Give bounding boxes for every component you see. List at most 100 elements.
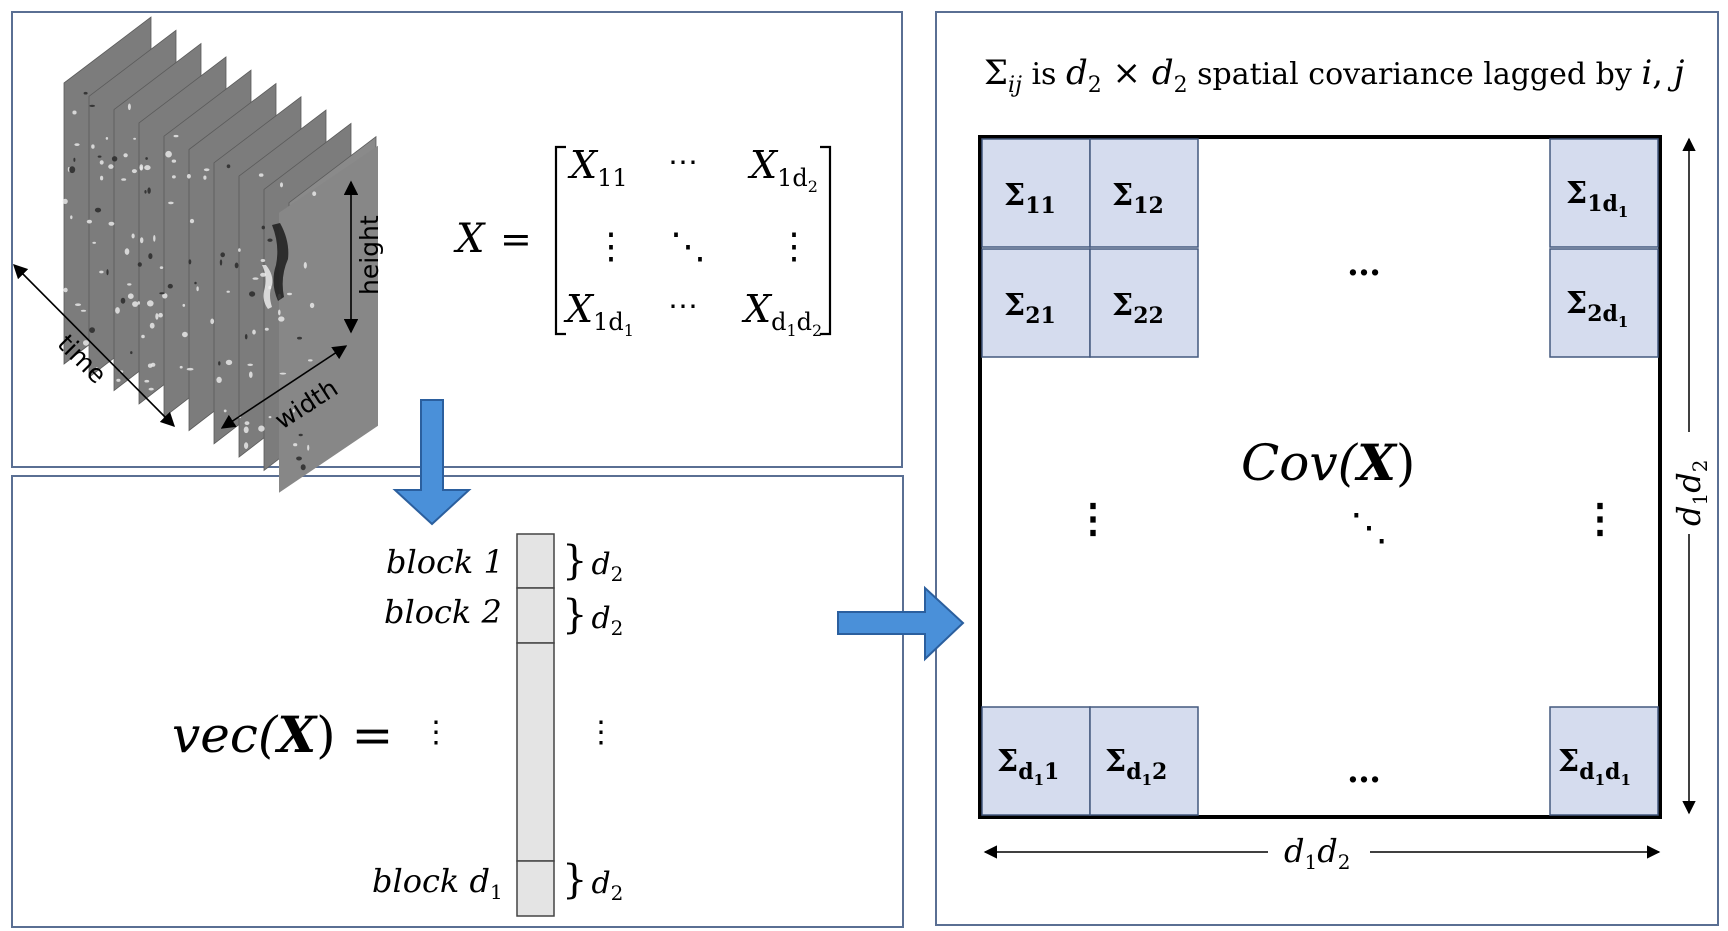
frame-speckle <box>171 159 177 163</box>
frame-speckle <box>219 259 223 266</box>
frame-speckle <box>120 297 126 304</box>
frame-speckle <box>148 387 154 391</box>
frame-speckle <box>159 292 165 295</box>
frame-speckle <box>278 309 281 316</box>
cov-center-ddots: ⋱ <box>1350 505 1388 549</box>
frame-speckle <box>268 416 272 419</box>
matrix-right-bracket <box>820 145 832 336</box>
frame-speckle <box>278 316 285 322</box>
frame-speckle <box>279 372 287 375</box>
front-frame-feature <box>272 223 289 301</box>
frame-speckle <box>141 334 145 339</box>
frame-speckle <box>247 363 253 366</box>
cell-sigma-2d1 <box>1549 248 1659 358</box>
entry-mid-vdots-right: ⋮ <box>776 226 812 267</box>
cell-label-s11: Σ11 <box>1004 178 1056 219</box>
frame-speckle <box>210 318 215 325</box>
entry-xd1d2: Xd1d2 <box>741 287 822 340</box>
block-2-size: }d2 <box>562 592 623 640</box>
frame-speckle <box>182 303 186 307</box>
frame-speckle <box>144 190 147 194</box>
frame-speckle <box>148 253 153 260</box>
entry-x1d1: X1d1 <box>563 287 634 340</box>
frame-speckle <box>203 168 210 172</box>
frame-speckle <box>172 175 176 179</box>
cov-right-vdots: ⋮ <box>1580 495 1620 542</box>
cell-label-s22: Σ22 <box>1112 288 1164 329</box>
frame-speckle <box>69 166 76 174</box>
frame-speckle <box>244 334 248 340</box>
frame-speckle <box>115 307 120 314</box>
frame-speckle <box>186 367 194 371</box>
vec-block-1 <box>516 533 555 589</box>
frame-speckle <box>147 187 151 194</box>
frame-speckle <box>182 331 188 338</box>
cell-label-s2d1: Σ2d1 <box>1566 286 1628 331</box>
cell-label-s21: Σ21 <box>1004 288 1056 329</box>
frame-speckle <box>220 252 225 258</box>
frame-speckle <box>203 175 207 180</box>
frame-speckle <box>127 293 134 300</box>
frame-speckle <box>139 166 143 170</box>
cell-sigma-d12 <box>1089 706 1199 816</box>
width-axis-arrow <box>220 345 348 429</box>
frame-speckle <box>86 219 92 224</box>
dim-bottom-label: d1d2 <box>1284 832 1350 874</box>
cell-label-sd1d1: Σd1d1 <box>1558 744 1631 789</box>
frame-speckle <box>147 363 153 368</box>
matrix-left-bracket <box>554 145 566 336</box>
frame-speckle <box>94 207 102 213</box>
frame-speckle <box>89 104 96 107</box>
frame-speckle <box>97 155 102 158</box>
frame-speckle <box>130 351 133 355</box>
frame-speckle <box>145 157 148 160</box>
frame-speckle <box>105 137 109 140</box>
entry-bot-hdots: ⋯ <box>668 289 698 324</box>
frame-speckle <box>225 359 233 366</box>
frame-speckle <box>252 277 259 280</box>
frame-speckle <box>131 233 135 239</box>
frame-speckle <box>173 134 179 138</box>
frame-speckle <box>244 421 250 425</box>
frame-speckle <box>99 270 104 274</box>
frame-speckle <box>244 442 249 449</box>
frame-speckle <box>312 191 317 196</box>
frame-speckle <box>147 300 154 307</box>
frame-speckle <box>238 248 241 252</box>
entry-mid-ddots: ⋱ <box>670 226 706 267</box>
cell-label-sd12: Σd12 <box>1105 744 1167 789</box>
cell-label-s12: Σ12 <box>1112 178 1164 219</box>
frame-speckle <box>121 178 127 181</box>
cov-title: Σij is d2 × d2 spatial covariance lagged… <box>984 53 1685 98</box>
entry-x1d2: X1d2 <box>747 143 818 196</box>
frame-speckle <box>296 456 302 461</box>
frame-speckle <box>140 237 144 244</box>
vec-block-middle <box>516 642 555 862</box>
frame-speckle <box>158 312 163 318</box>
cov-top-hdots: … <box>1347 244 1381 284</box>
cell-label-s1d1: Σ1d1 <box>1566 176 1628 221</box>
frame-speckle <box>80 309 87 312</box>
block-d1-size: }d2 <box>562 857 623 905</box>
frame-speckle <box>131 169 137 174</box>
frame-speckle <box>153 235 156 242</box>
cell-sigma-22 <box>1089 248 1199 358</box>
height-label: height <box>355 215 384 295</box>
frame-speckle <box>196 286 199 292</box>
cell-sigma-d1d1 <box>1549 706 1659 816</box>
block-d1-label: block d1 <box>372 862 503 904</box>
frame-speckle <box>149 322 155 329</box>
matrix-lhs: X <box>453 216 486 262</box>
frame-speckle <box>194 281 197 285</box>
cov-left-vdots: ⋮ <box>1073 495 1113 542</box>
block-1-label: block 1 <box>386 543 504 581</box>
frame-speckle <box>99 160 104 165</box>
frame-speckle <box>280 182 283 188</box>
vec-label: vec(X) = <box>172 705 393 764</box>
frame-speckle <box>63 287 68 293</box>
vec-block-d1 <box>516 860 555 917</box>
block-1-size: }d2 <box>562 538 623 586</box>
vec-inner-dots: ⋮ <box>586 715 616 750</box>
time-axis-arrow <box>12 263 176 428</box>
cell-sigma-12 <box>1089 138 1199 248</box>
